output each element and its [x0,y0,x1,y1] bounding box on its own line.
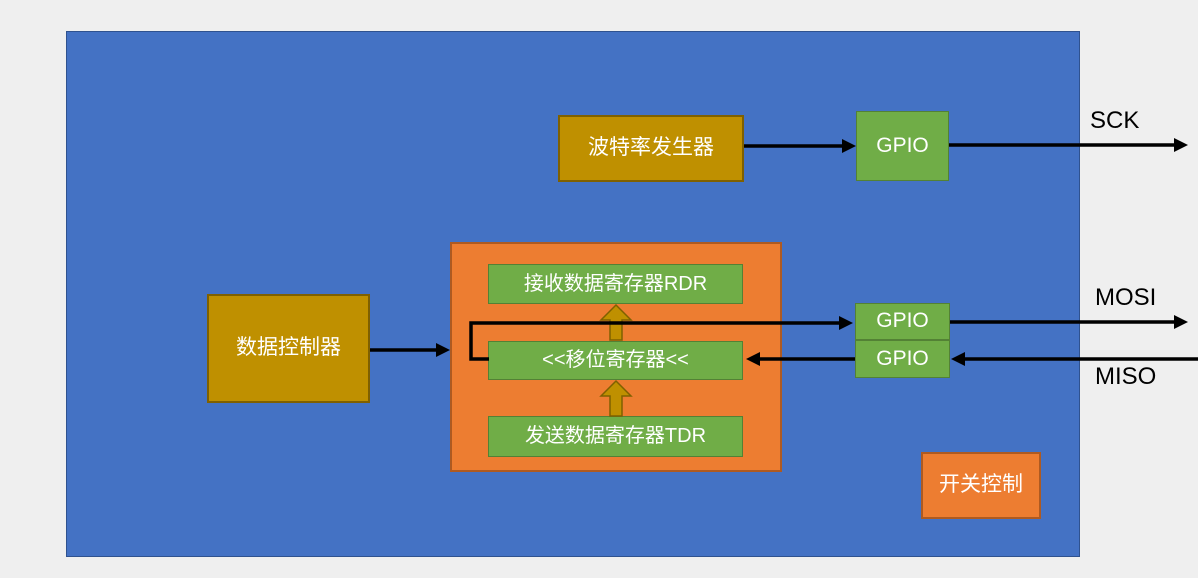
block-gpio-sck: GPIO [856,111,949,181]
block-transmit-register-tdr: 发送数据寄存器TDR [488,416,743,457]
block-data-controller: 数据控制器 [207,294,370,403]
label-miso: MISO [1095,363,1157,390]
arrow-gpio-to-sck-head [1174,138,1188,152]
label-sck: SCK [1090,107,1140,134]
block-register-group: 接收数据寄存器RDR <<移位寄存器<< 发送数据寄存器TDR [450,242,782,472]
block-switch-control: 开关控制 [921,452,1041,519]
arrow-gpio-to-mosi-head [1174,315,1188,329]
label-mosi: MOSI [1095,284,1157,311]
block-baud-rate-generator: 波特率发生器 [558,115,744,182]
block-gpio-miso: GPIO [855,340,950,378]
block-gpio-mosi: GPIO [855,303,950,340]
block-shift-register: <<移位寄存器<< [488,341,743,380]
block-receive-register-rdr: 接收数据寄存器RDR [488,264,743,304]
